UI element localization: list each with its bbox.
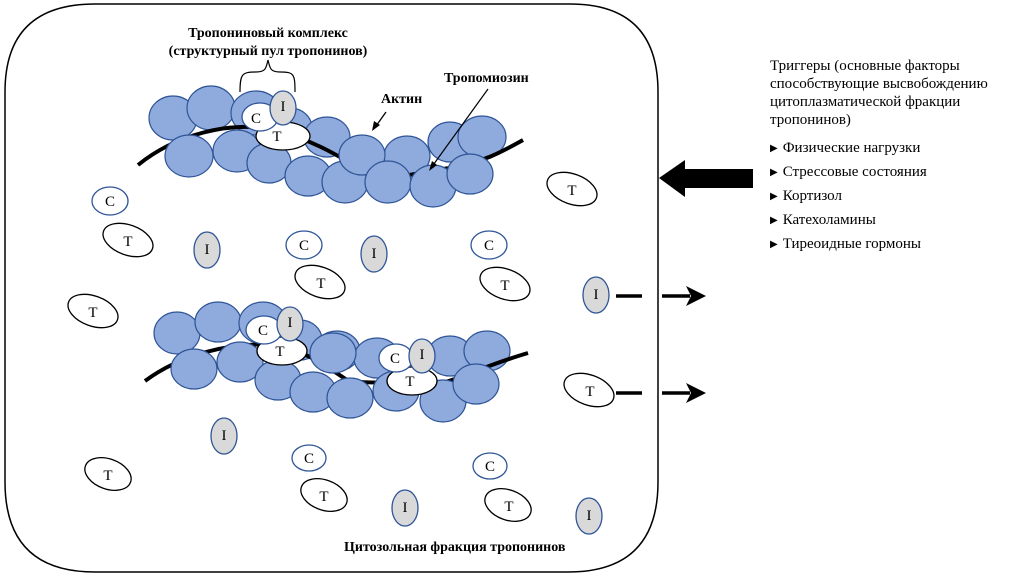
free-troponin-t (67, 293, 119, 329)
trigger-item: ▶ Тиреоидные гормоны (770, 233, 1025, 257)
free-troponin-t-label: T (316, 276, 325, 292)
free-troponin-i-label: I (587, 508, 592, 524)
triggers-panel: Триггеры (основные факторы способствующи… (770, 57, 1025, 257)
free-troponin-i (360, 235, 388, 273)
trigger-item-label: Катехоламины (782, 212, 876, 228)
free-troponin-c (91, 186, 129, 216)
free-troponin-i-label: I (372, 246, 377, 262)
trigger-item: ▶ Стрессовые состояния (770, 161, 1025, 185)
trigger-item-label: Тиреоидные гормоны (782, 236, 921, 252)
bullet-triangle-icon: ▶ (770, 167, 778, 178)
trigger-item-label: Стрессовые состояния (782, 164, 927, 180)
free-troponin-c (285, 230, 323, 260)
triggers-list: ▶ Физические нагрузки ▶ Стрессовые состоян… (770, 137, 1025, 257)
free-troponin-t-label: T (103, 468, 112, 484)
triggers-title: Триггеры (основные факторы способствующи… (770, 58, 988, 128)
trigger-item: ▶ Физические нагрузки (770, 137, 1025, 161)
free-troponin-t (563, 372, 615, 408)
bullet-triangle-icon: ▶ (770, 191, 778, 202)
free-troponin-t-label: T (123, 234, 132, 250)
free-troponin-c-label: C (304, 451, 314, 467)
troponin-i-label: I (281, 99, 286, 115)
troponin-i-label: I (420, 347, 425, 363)
troponin-c-label: C (251, 111, 261, 127)
actin-monomer (326, 377, 374, 419)
free-troponin-i (391, 489, 419, 527)
free-troponin-c (470, 230, 508, 260)
free-troponin-i-label: I (594, 287, 599, 303)
top-filament (136, 85, 524, 208)
actin-monomer (452, 363, 500, 405)
bullet-triangle-icon: ▶ (770, 215, 778, 226)
free-troponin-t-label: T (504, 499, 513, 515)
trigger-item: ▶ Катехоламины (770, 209, 1025, 233)
release-arrow-troponin-i (616, 286, 706, 306)
free-troponin-t-label: T (319, 489, 328, 505)
actin-monomer (153, 311, 201, 355)
free-troponin-t-label: T (88, 305, 97, 321)
actin-monomer (446, 153, 494, 195)
bullet-triangle-icon: ▶ (770, 239, 778, 250)
free-troponin-c (472, 452, 508, 480)
free-troponin-t-label: T (585, 384, 594, 400)
complex-label-line2: (структурный пул тропонинов) (169, 44, 368, 59)
actin-monomer (170, 348, 218, 390)
free-troponin-t (484, 488, 532, 522)
free-troponin-i-label: I (205, 242, 210, 258)
troponin-t-label: T (405, 374, 414, 390)
actin-label: Актин (381, 92, 422, 107)
free-troponin-t (300, 478, 348, 512)
complex-bracket (239, 59, 296, 93)
troponin-i-bound (408, 338, 436, 374)
free-troponin-c-label: C (299, 238, 309, 254)
trigger-item: ▶ Кортизол (770, 185, 1025, 209)
actin-arrow-head (372, 121, 380, 131)
free-troponin-t (546, 171, 598, 207)
cell-boundary (4, 3, 659, 573)
actin-monomer (309, 332, 357, 374)
cytosol-fraction-label: Цитозольная фракция тропонинов (344, 540, 566, 555)
free-troponin-i (582, 276, 610, 314)
free-troponin-c-label: C (105, 194, 115, 210)
free-troponin-i-label: I (403, 500, 408, 516)
free-troponin-c-label: C (485, 459, 495, 475)
troponin-i-bound (276, 306, 304, 342)
free-troponin-t-label: T (500, 278, 509, 294)
trigger-item-label: Кортизол (782, 188, 842, 204)
free-troponin-i-label: I (222, 428, 227, 444)
troponin-t-label: T (275, 344, 284, 360)
troponin-i-bound (269, 90, 297, 126)
free-troponins (67, 171, 615, 535)
tropomyosin-pointer-line (430, 88, 489, 169)
actin-monomer (216, 341, 264, 383)
free-troponin-t (102, 222, 154, 258)
actin-monomer (164, 134, 214, 178)
free-troponin-i (193, 231, 221, 269)
free-troponin-t (479, 266, 531, 302)
free-troponin-t (294, 264, 346, 300)
tropomyosin-arrow-head (429, 161, 437, 171)
tropomyosin-label: Тропомиозин (444, 71, 529, 86)
bottom-filament (143, 301, 529, 423)
release-arrow-troponin-t (616, 383, 706, 403)
actin-monomer (186, 85, 236, 131)
trigger-arrow-icon (659, 160, 753, 197)
trigger-item-label: Физические нагрузки (782, 140, 921, 156)
troponin-i-label: I (288, 315, 293, 331)
actin-monomer (364, 160, 412, 204)
troponin-c-label: C (258, 323, 268, 339)
complex-label-line1: Тропониновый комплекс (188, 26, 348, 41)
actin-monomer (194, 301, 242, 343)
bullet-triangle-icon: ▶ (770, 143, 778, 154)
troponin-c-label: C (390, 351, 400, 367)
free-troponin-c (291, 444, 327, 472)
free-troponin-i (210, 417, 238, 455)
troponin-t-label: T (272, 129, 281, 145)
free-troponin-c-label: C (484, 238, 494, 254)
free-troponin-i (575, 497, 603, 535)
free-troponin-t-label: T (567, 183, 576, 199)
free-troponin-t (84, 457, 132, 491)
